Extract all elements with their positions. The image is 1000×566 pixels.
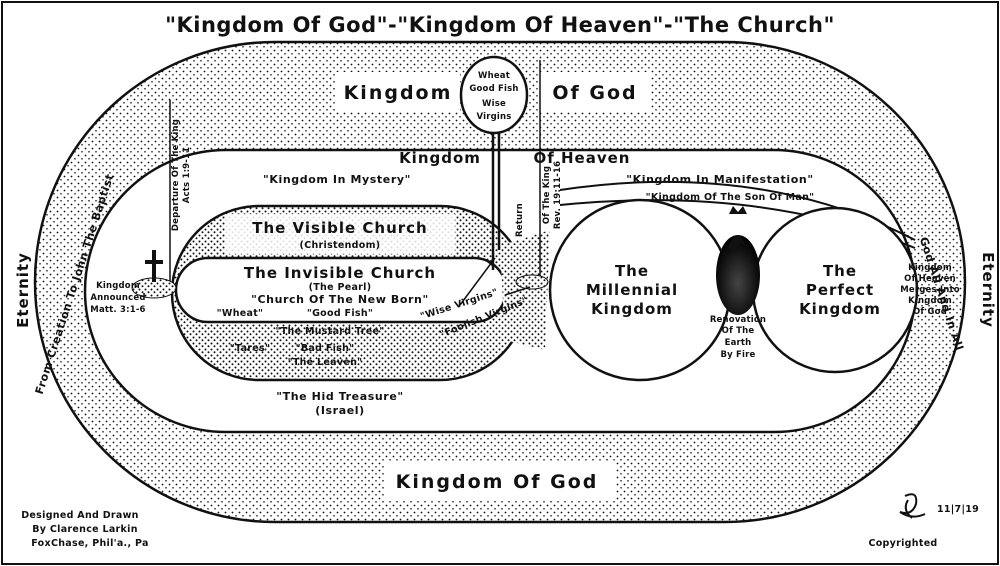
renovation-3: Earth [725,338,752,348]
kingdom-of-god-top-left: Kingdom [344,82,453,104]
bubble-line-4: Virgins [476,112,511,122]
visible-church-title: The Visible Church [252,219,427,237]
renovation-2: Of The [722,326,755,336]
arrow-head-icon [487,258,495,266]
page-title: "Kingdom Of God"-"Kingdom Of Heaven"-"Th… [165,13,835,37]
kingdom-in-manifestation: "Kingdom In Manifestation" [626,173,813,186]
flame-icon [728,235,746,250]
kingdom-of-god-bottom: Kingdom Of God [396,471,599,493]
renovation-1: Renovation [710,315,766,325]
perfect-line-1: The [823,262,857,280]
raptured-bubble [459,55,529,135]
invisible-church-sub: (The Pearl) [309,282,372,293]
parable-wheat: "Wheat" [217,308,264,319]
copyright-label: Copyrighted [868,538,937,549]
bubble-line-1: Wheat [478,71,510,81]
bubble-line-2: Good Fish [469,84,518,94]
invisible-church-title: The Invisible Church [244,264,436,282]
israel-label: (Israel) [315,404,365,417]
cross-icon [131,250,177,299]
millennial-line-1: The [615,262,649,280]
label-clearing [540,72,650,112]
label-clearing [385,462,615,500]
departure-line-2: Acts 1:9-11 [182,147,192,203]
renovation-4: By Fire [720,350,755,360]
foolish-arrow [504,286,531,296]
return-line-2: Of The King [542,166,552,224]
kingdom-announced-2: Announced [90,293,145,303]
millennial-line-2: Millennial [586,281,678,299]
merges-2: Of Heaven [904,274,956,284]
kingdom-of-heaven-left: Kingdom [399,149,481,167]
kingdom-announced-1: Kingdom [96,281,140,291]
bubble-line-3: Wise [482,99,506,109]
funnel-stipple [500,230,550,350]
kingdom-son-of-man: "Kingdom Of The Son Of Man" [646,192,815,203]
credit-line-2: By Clarence Larkin [32,524,138,535]
label-clearing [335,72,460,112]
merges-5: Of God [913,307,947,317]
kingdom-of-heaven-right: Of Heaven [534,149,631,167]
return-mound-icon [515,274,549,290]
rapture-arrow [459,257,496,306]
parable-leaven: "The Leaven" [288,357,363,368]
eternity-right: Eternity [979,252,997,328]
monogram-date: 11|7|19 [937,504,979,515]
larkin-monogram-icon [899,493,926,519]
parable-bad-fish: "Bad Fish" [296,343,355,354]
parable-mustard-tree: "The Mustard Tree" [276,326,385,337]
crown-icon [729,206,747,214]
merges-3: Merges Into [900,285,960,295]
millennial-line-3: Kingdom [591,300,673,318]
eternity-left: Eternity [14,252,32,328]
departure-line-1: Departure Of The King [171,119,181,231]
credit-line-3: FoxChase, Phil'a., Pa [31,538,148,549]
merges-1: Kingdom [908,263,952,273]
return-line-1: Return [515,203,525,237]
parable-tares: "Tares" [230,343,270,354]
kingdom-in-mystery: "Kingdom In Mystery" [263,173,411,186]
fire-icon [716,235,760,315]
church-new-born: "Church Of The New Born" [251,293,429,306]
perfect-line-2: Perfect [806,281,874,299]
kingdom-announced-3: Matt. 3:1-6 [90,305,145,315]
parable-good-fish: "Good Fish" [307,308,373,319]
perfect-line-3: Kingdom [799,300,881,318]
hid-treasure: "The Hid Treasure" [276,390,403,403]
label-clearing [225,214,455,254]
kingdom-of-god-top-right: Of God [552,82,637,104]
visible-church-sub: (Christendom) [300,240,381,251]
credit-line-1: Designed And Drawn [21,510,139,521]
merges-4: Kingdom [908,296,952,306]
return-line-3: Rev. 19:11-16 [553,161,563,229]
